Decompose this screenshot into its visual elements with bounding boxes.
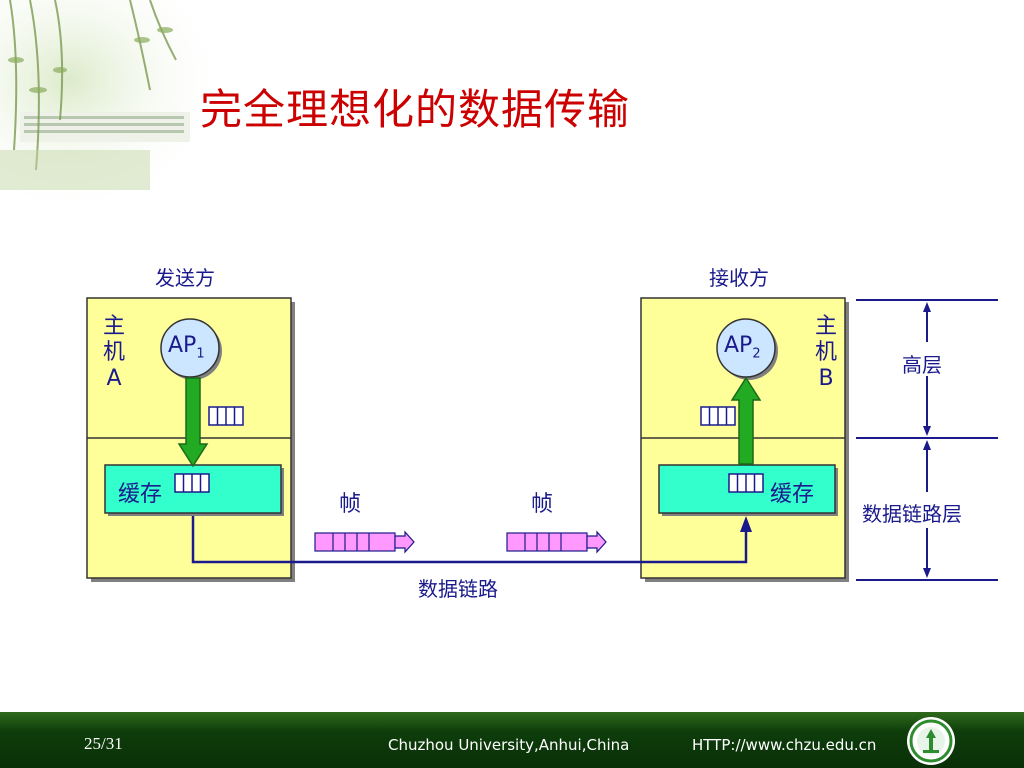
ap2-label: AP2 — [724, 333, 761, 361]
frame-2-label: 帧 — [531, 492, 554, 517]
up-arrow-b — [730, 376, 762, 465]
footer-university: Chuzhou University,Anhui,China — [388, 736, 630, 754]
host-a-line2: 机 — [102, 340, 125, 365]
link-arrowhead — [740, 516, 752, 532]
host-b-line2: 机 — [814, 340, 837, 365]
host-b-label: 主 机 B — [813, 314, 839, 392]
ap2-name: AP — [724, 333, 753, 358]
footer-url: HTTP://www.chzu.edu.cn — [692, 736, 877, 754]
datalink-layer-label: 数据链路层 — [862, 502, 962, 526]
sender-label: 发送方 — [155, 266, 215, 290]
host-b-line1: 主 — [814, 314, 837, 339]
buffer-a-label: 缓存 — [118, 482, 163, 507]
queue-a-upper — [208, 406, 244, 426]
ap1-subscript: 1 — [196, 346, 205, 362]
data-link-line — [191, 516, 748, 564]
data-link-label: 数据链路 — [418, 577, 498, 601]
down-arrow-a — [177, 377, 209, 468]
queue-a-buffer — [174, 473, 210, 493]
university-logo-icon — [907, 717, 955, 765]
layer-bracket — [856, 299, 998, 581]
host-b-line3: B — [818, 366, 834, 391]
frame-1 — [314, 530, 415, 554]
ap1-circle — [160, 318, 222, 380]
host-a-line1: 主 — [102, 314, 125, 339]
buffer-b-label: 缓存 — [770, 482, 815, 507]
ap2-subscript: 2 — [752, 346, 761, 362]
footer-bar — [0, 712, 1024, 768]
frame-2 — [506, 530, 607, 554]
frame-1-label: 帧 — [339, 492, 362, 517]
ap2-circle — [716, 318, 778, 380]
ap1-name: AP — [168, 333, 197, 358]
queue-b-buffer — [728, 473, 764, 493]
queue-b-upper — [700, 406, 736, 426]
host-a-line3: A — [106, 366, 122, 391]
upper-layer-label: 高层 — [902, 353, 942, 377]
page-number: 25/31 — [84, 734, 123, 753]
ap1-label: AP1 — [168, 333, 205, 361]
slide-title: 完全理想化的数据传输 — [200, 85, 631, 134]
decorative-campus-image — [0, 0, 230, 200]
host-a-label: 主 机 A — [101, 314, 127, 392]
receiver-label: 接收方 — [709, 266, 769, 290]
